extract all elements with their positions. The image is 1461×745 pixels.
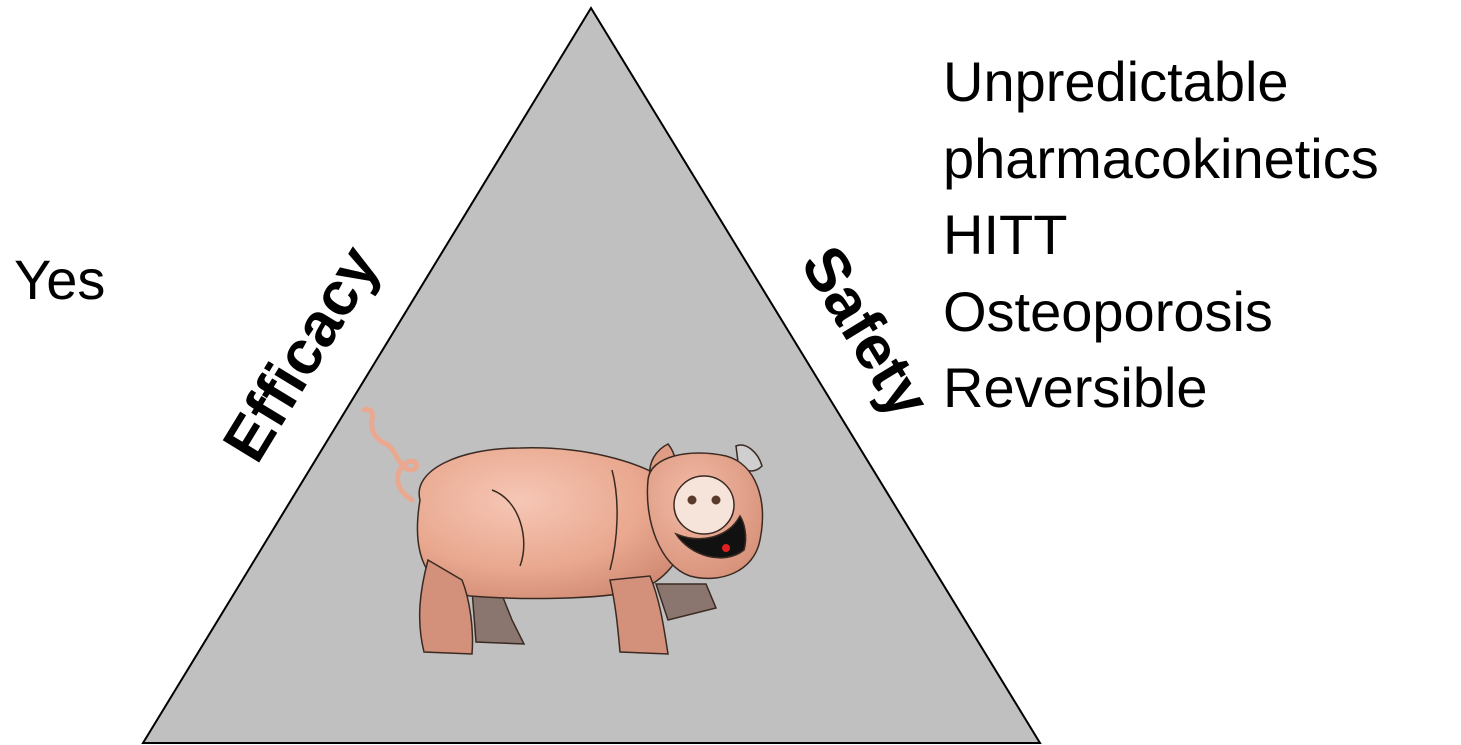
pig-snout [674, 476, 734, 534]
